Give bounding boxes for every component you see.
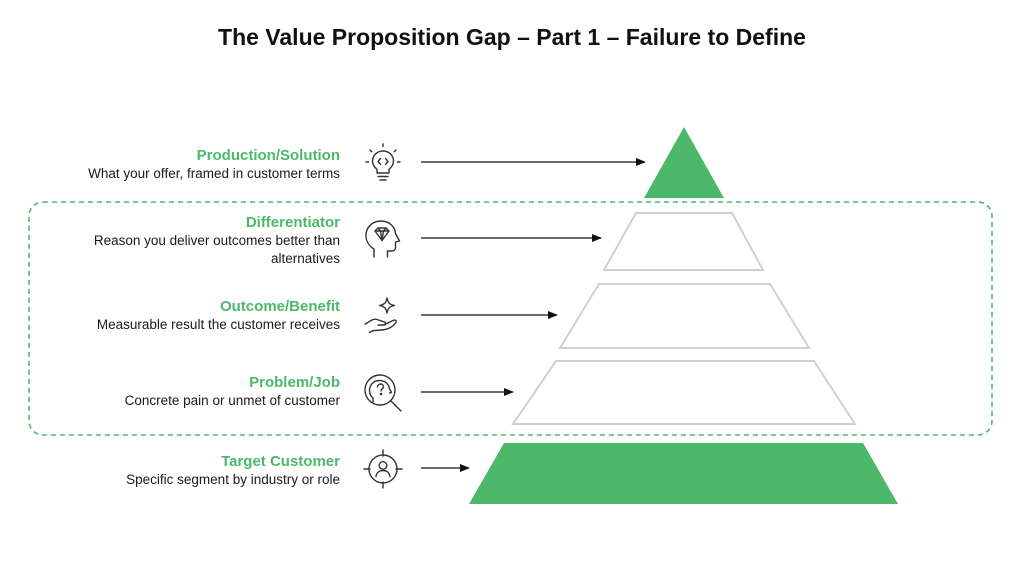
head-question-search-icon xyxy=(364,374,402,412)
layer-target-customer: Target Customer Specific segment by indu… xyxy=(126,453,340,489)
layer-title: Problem/Job xyxy=(249,374,340,391)
layer-description: Reason you deliver outcomes better than … xyxy=(93,233,340,266)
hand-sparkle-icon xyxy=(364,297,397,334)
head-diamond-icon xyxy=(365,220,401,258)
gap-highlight-box xyxy=(28,201,993,436)
layer-description: Concrete pain or unmet of customer xyxy=(124,393,340,408)
layer-differentiator: Differentiator Reason you deliver outcom… xyxy=(50,214,340,268)
layer-title: Production/Solution xyxy=(196,147,340,164)
layer-description: Specific segment by industry or role xyxy=(126,472,340,487)
layer-outcome-benefit: Outcome/Benefit Measurable result the cu… xyxy=(97,298,340,334)
layer-description: What your offer, framed in customer term… xyxy=(88,166,340,181)
pyramid-tier-problem-job xyxy=(511,360,857,425)
page-title: The Value Proposition Gap – Part 1 – Fai… xyxy=(218,24,806,50)
layer-title: Differentiator xyxy=(245,214,340,231)
pyramid-tier-production-solution xyxy=(644,127,724,198)
layer-production-solution: Production/Solution What your offer, fra… xyxy=(88,147,340,183)
layer-problem-job: Problem/Job Concrete pain or unmet of cu… xyxy=(125,374,340,410)
layer-title: Outcome/Benefit xyxy=(219,298,340,315)
layer-description: Measurable result the customer receives xyxy=(96,317,340,332)
pyramid-tier-differentiator xyxy=(602,212,765,271)
lightbulb-code-icon xyxy=(365,143,401,181)
target-person-icon xyxy=(363,449,403,489)
pyramid-tier-outcome-benefit xyxy=(558,283,811,349)
pyramid-tier-target-customer xyxy=(469,443,898,504)
layer-title: Target Customer xyxy=(221,453,340,470)
